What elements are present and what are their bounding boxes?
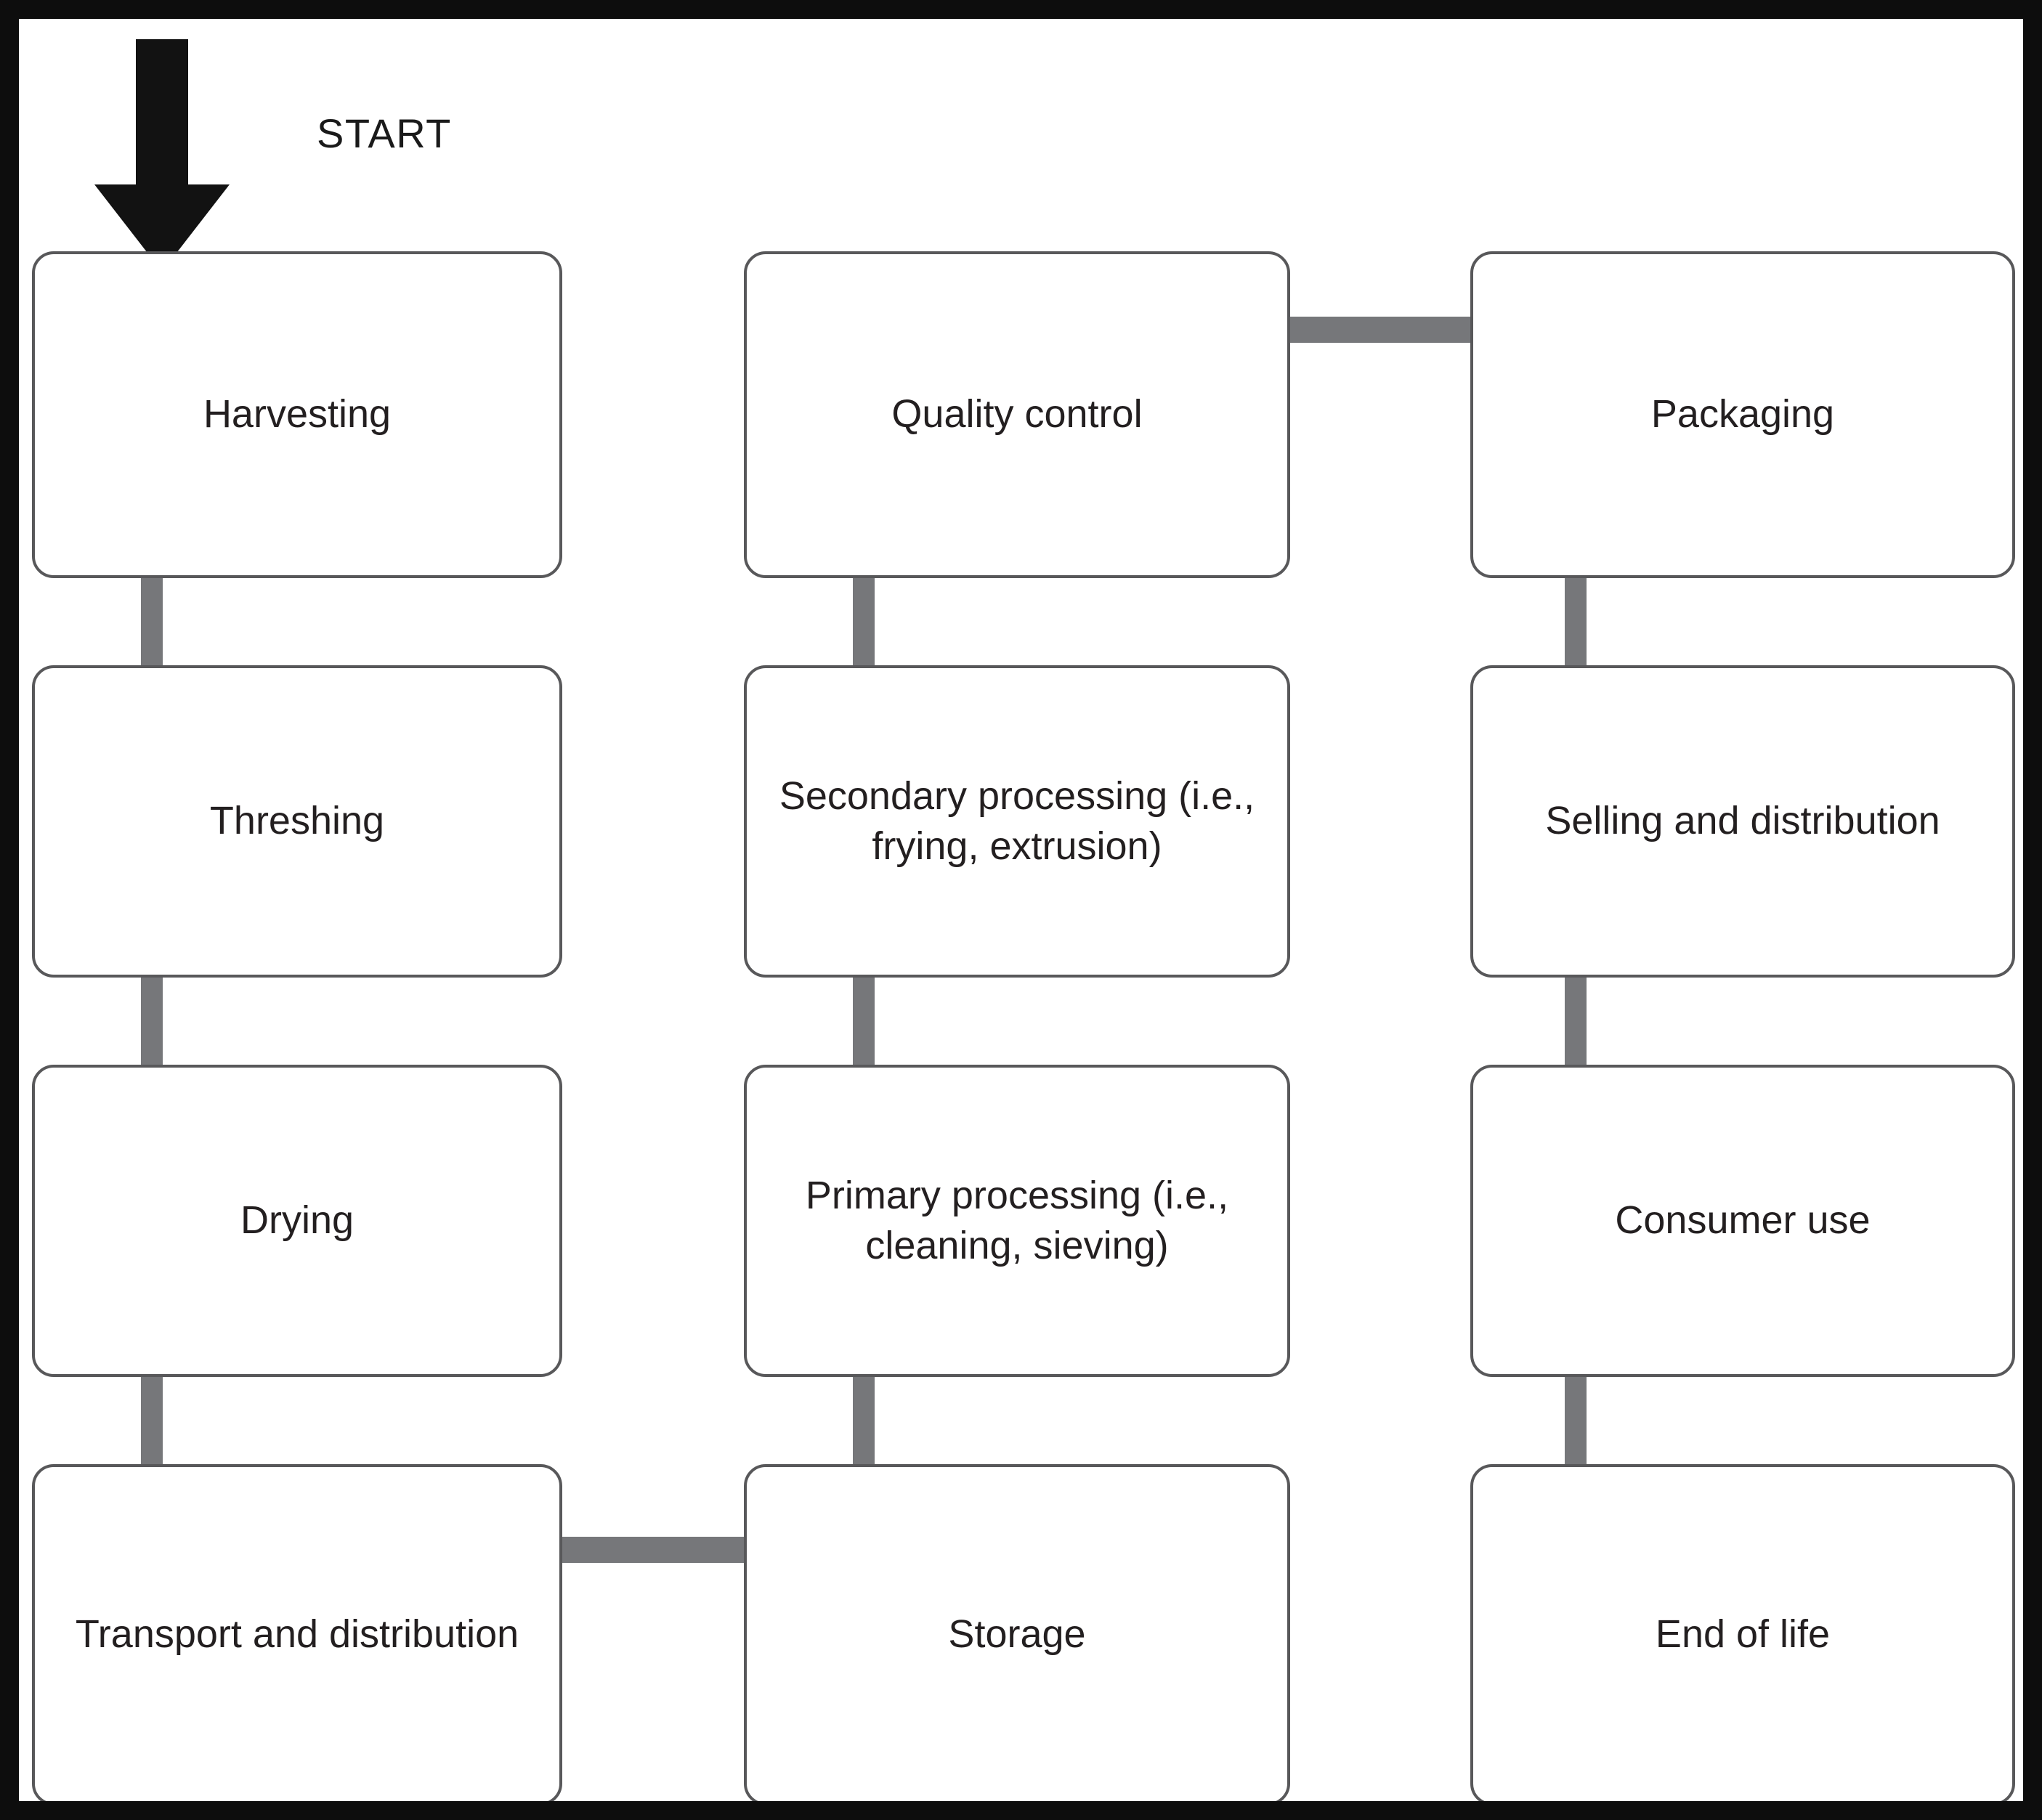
- node-harvesting[interactable]: Harvesting: [32, 251, 562, 578]
- start-label: START: [317, 110, 452, 156]
- node-transport-and-distribution[interactable]: Transport and distribution: [32, 1464, 562, 1801]
- node-consumer-use[interactable]: Consumer use: [1470, 1065, 2015, 1377]
- node-label: Packaging: [1650, 392, 1835, 436]
- connector-selling-consumer: [1565, 978, 1587, 1065]
- node-label: Storage: [948, 1612, 1086, 1657]
- node-quality-control[interactable]: Quality control: [744, 251, 1290, 578]
- node-label: Consumer use: [1615, 1198, 1871, 1243]
- connector-storage-primary: [853, 1377, 875, 1464]
- node-drying[interactable]: Drying: [32, 1065, 562, 1377]
- flowchart-diagram: START Harvesting Threshing Drying Tr: [19, 19, 2023, 1801]
- node-label: Selling and distribution: [1545, 799, 1940, 843]
- node-storage[interactable]: Storage: [744, 1464, 1290, 1801]
- connector-packaging-selling: [1565, 578, 1587, 665]
- node-label: Harvesting: [203, 392, 392, 436]
- node-threshing[interactable]: Threshing: [32, 665, 562, 978]
- connector-secondary-quality: [853, 578, 875, 665]
- node-label: Secondary processing (i.e., frying, extr…: [779, 773, 1255, 868]
- node-label: Quality control: [891, 392, 1143, 436]
- connector-drying-transport: [141, 1377, 163, 1464]
- connector-harvesting-threshing: [141, 578, 163, 665]
- connector-primary-secondary: [853, 978, 875, 1065]
- node-label: Drying: [240, 1198, 354, 1243]
- node-end-of-life[interactable]: End of life: [1470, 1464, 2015, 1801]
- node-primary-processing[interactable]: Primary processing (i.e., cleaning, siev…: [744, 1065, 1290, 1377]
- node-label: Threshing: [209, 799, 385, 843]
- node-selling-and-distribution[interactable]: Selling and distribution: [1470, 665, 2015, 978]
- node-packaging[interactable]: Packaging: [1470, 251, 2015, 578]
- node-secondary-processing[interactable]: Secondary processing (i.e., frying, extr…: [744, 665, 1290, 978]
- node-label: Primary processing (i.e., cleaning, siev…: [805, 1173, 1229, 1267]
- node-label: Transport and distribution: [75, 1612, 519, 1657]
- down-arrow-icon: [94, 39, 230, 272]
- connector-threshing-drying: [141, 978, 163, 1065]
- connector-consumer-endoflife: [1565, 1377, 1587, 1464]
- node-label: End of life: [1655, 1612, 1831, 1657]
